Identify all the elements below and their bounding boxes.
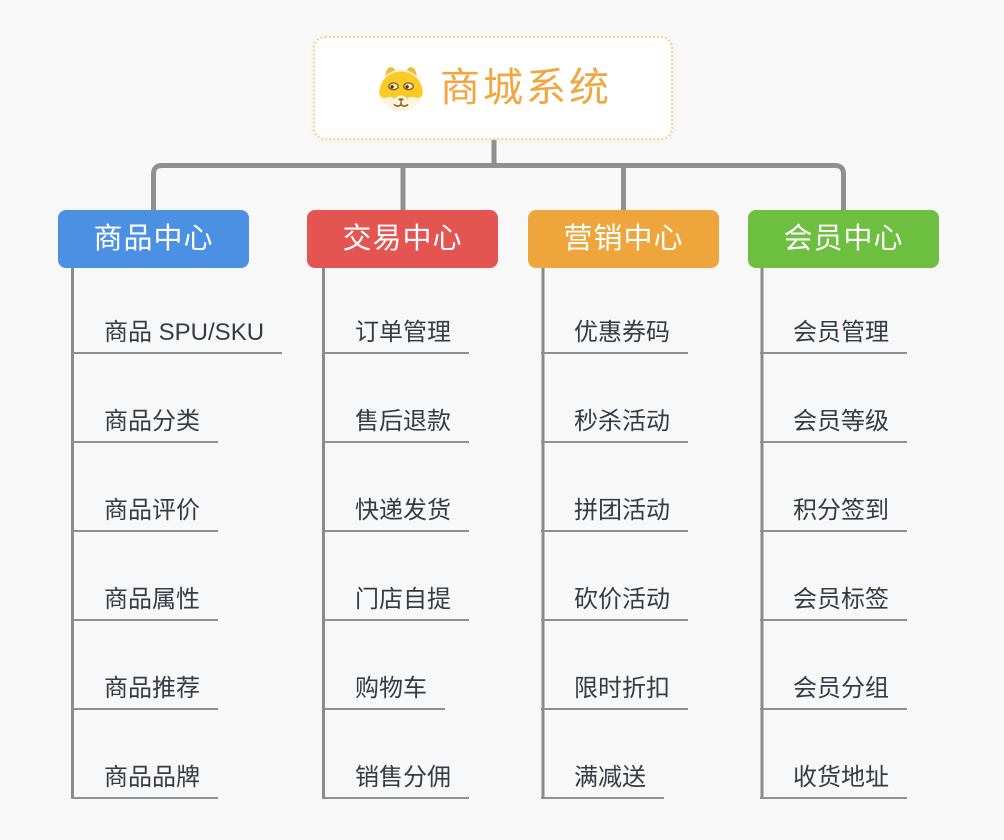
branch-node-marketing[interactable]: 营销中心 xyxy=(528,210,719,268)
topic-product-spu-sku[interactable]: 商品 SPU/SKU xyxy=(71,308,283,354)
topic-flash-sale[interactable]: 秒杀活动 xyxy=(541,397,688,443)
topic-bargain-activity[interactable]: 砍价活动 xyxy=(541,575,688,621)
branch-node-member[interactable]: 会员中心 xyxy=(748,210,939,268)
branch-node-trade[interactable]: 交易中心 xyxy=(307,210,498,268)
topic-member-level[interactable]: 会员等级 xyxy=(760,397,907,443)
topic-product-brand[interactable]: 商品品牌 xyxy=(71,753,218,799)
topic-store-pickup[interactable]: 门店自提 xyxy=(322,575,469,621)
root-node[interactable]: 商城系统 xyxy=(313,36,673,140)
topic-order-management[interactable]: 订单管理 xyxy=(322,308,469,354)
topic-coupon-code[interactable]: 优惠券码 xyxy=(541,308,688,354)
topic-member-groups[interactable]: 会员分组 xyxy=(760,664,907,710)
root-node-title: 商城系统 xyxy=(440,66,612,110)
branch-bus-connector xyxy=(151,163,846,211)
topic-member-management[interactable]: 会员管理 xyxy=(760,308,907,354)
topic-spend-and-save[interactable]: 满减送 xyxy=(541,753,664,799)
topic-product-review[interactable]: 商品评价 xyxy=(71,486,218,532)
topic-points-checkin[interactable]: 积分签到 xyxy=(760,486,907,532)
branch-node-products[interactable]: 商品中心 xyxy=(58,210,249,268)
dog-face-icon xyxy=(374,63,428,113)
topic-product-attribute[interactable]: 商品属性 xyxy=(71,575,218,621)
topic-sales-commission[interactable]: 销售分佣 xyxy=(322,753,469,799)
topic-express-shipping[interactable]: 快递发货 xyxy=(322,486,469,532)
topic-group-buy[interactable]: 拼团活动 xyxy=(541,486,688,532)
topic-product-recommend[interactable]: 商品推荐 xyxy=(71,664,218,710)
topic-shipping-address[interactable]: 收货地址 xyxy=(760,753,907,799)
topic-limited-time-discount[interactable]: 限时折扣 xyxy=(541,664,688,710)
topic-product-category[interactable]: 商品分类 xyxy=(71,397,218,443)
topic-shopping-cart[interactable]: 购物车 xyxy=(322,664,445,710)
topic-member-tags[interactable]: 会员标签 xyxy=(760,575,907,621)
topic-aftersale-refund[interactable]: 售后退款 xyxy=(322,397,469,443)
